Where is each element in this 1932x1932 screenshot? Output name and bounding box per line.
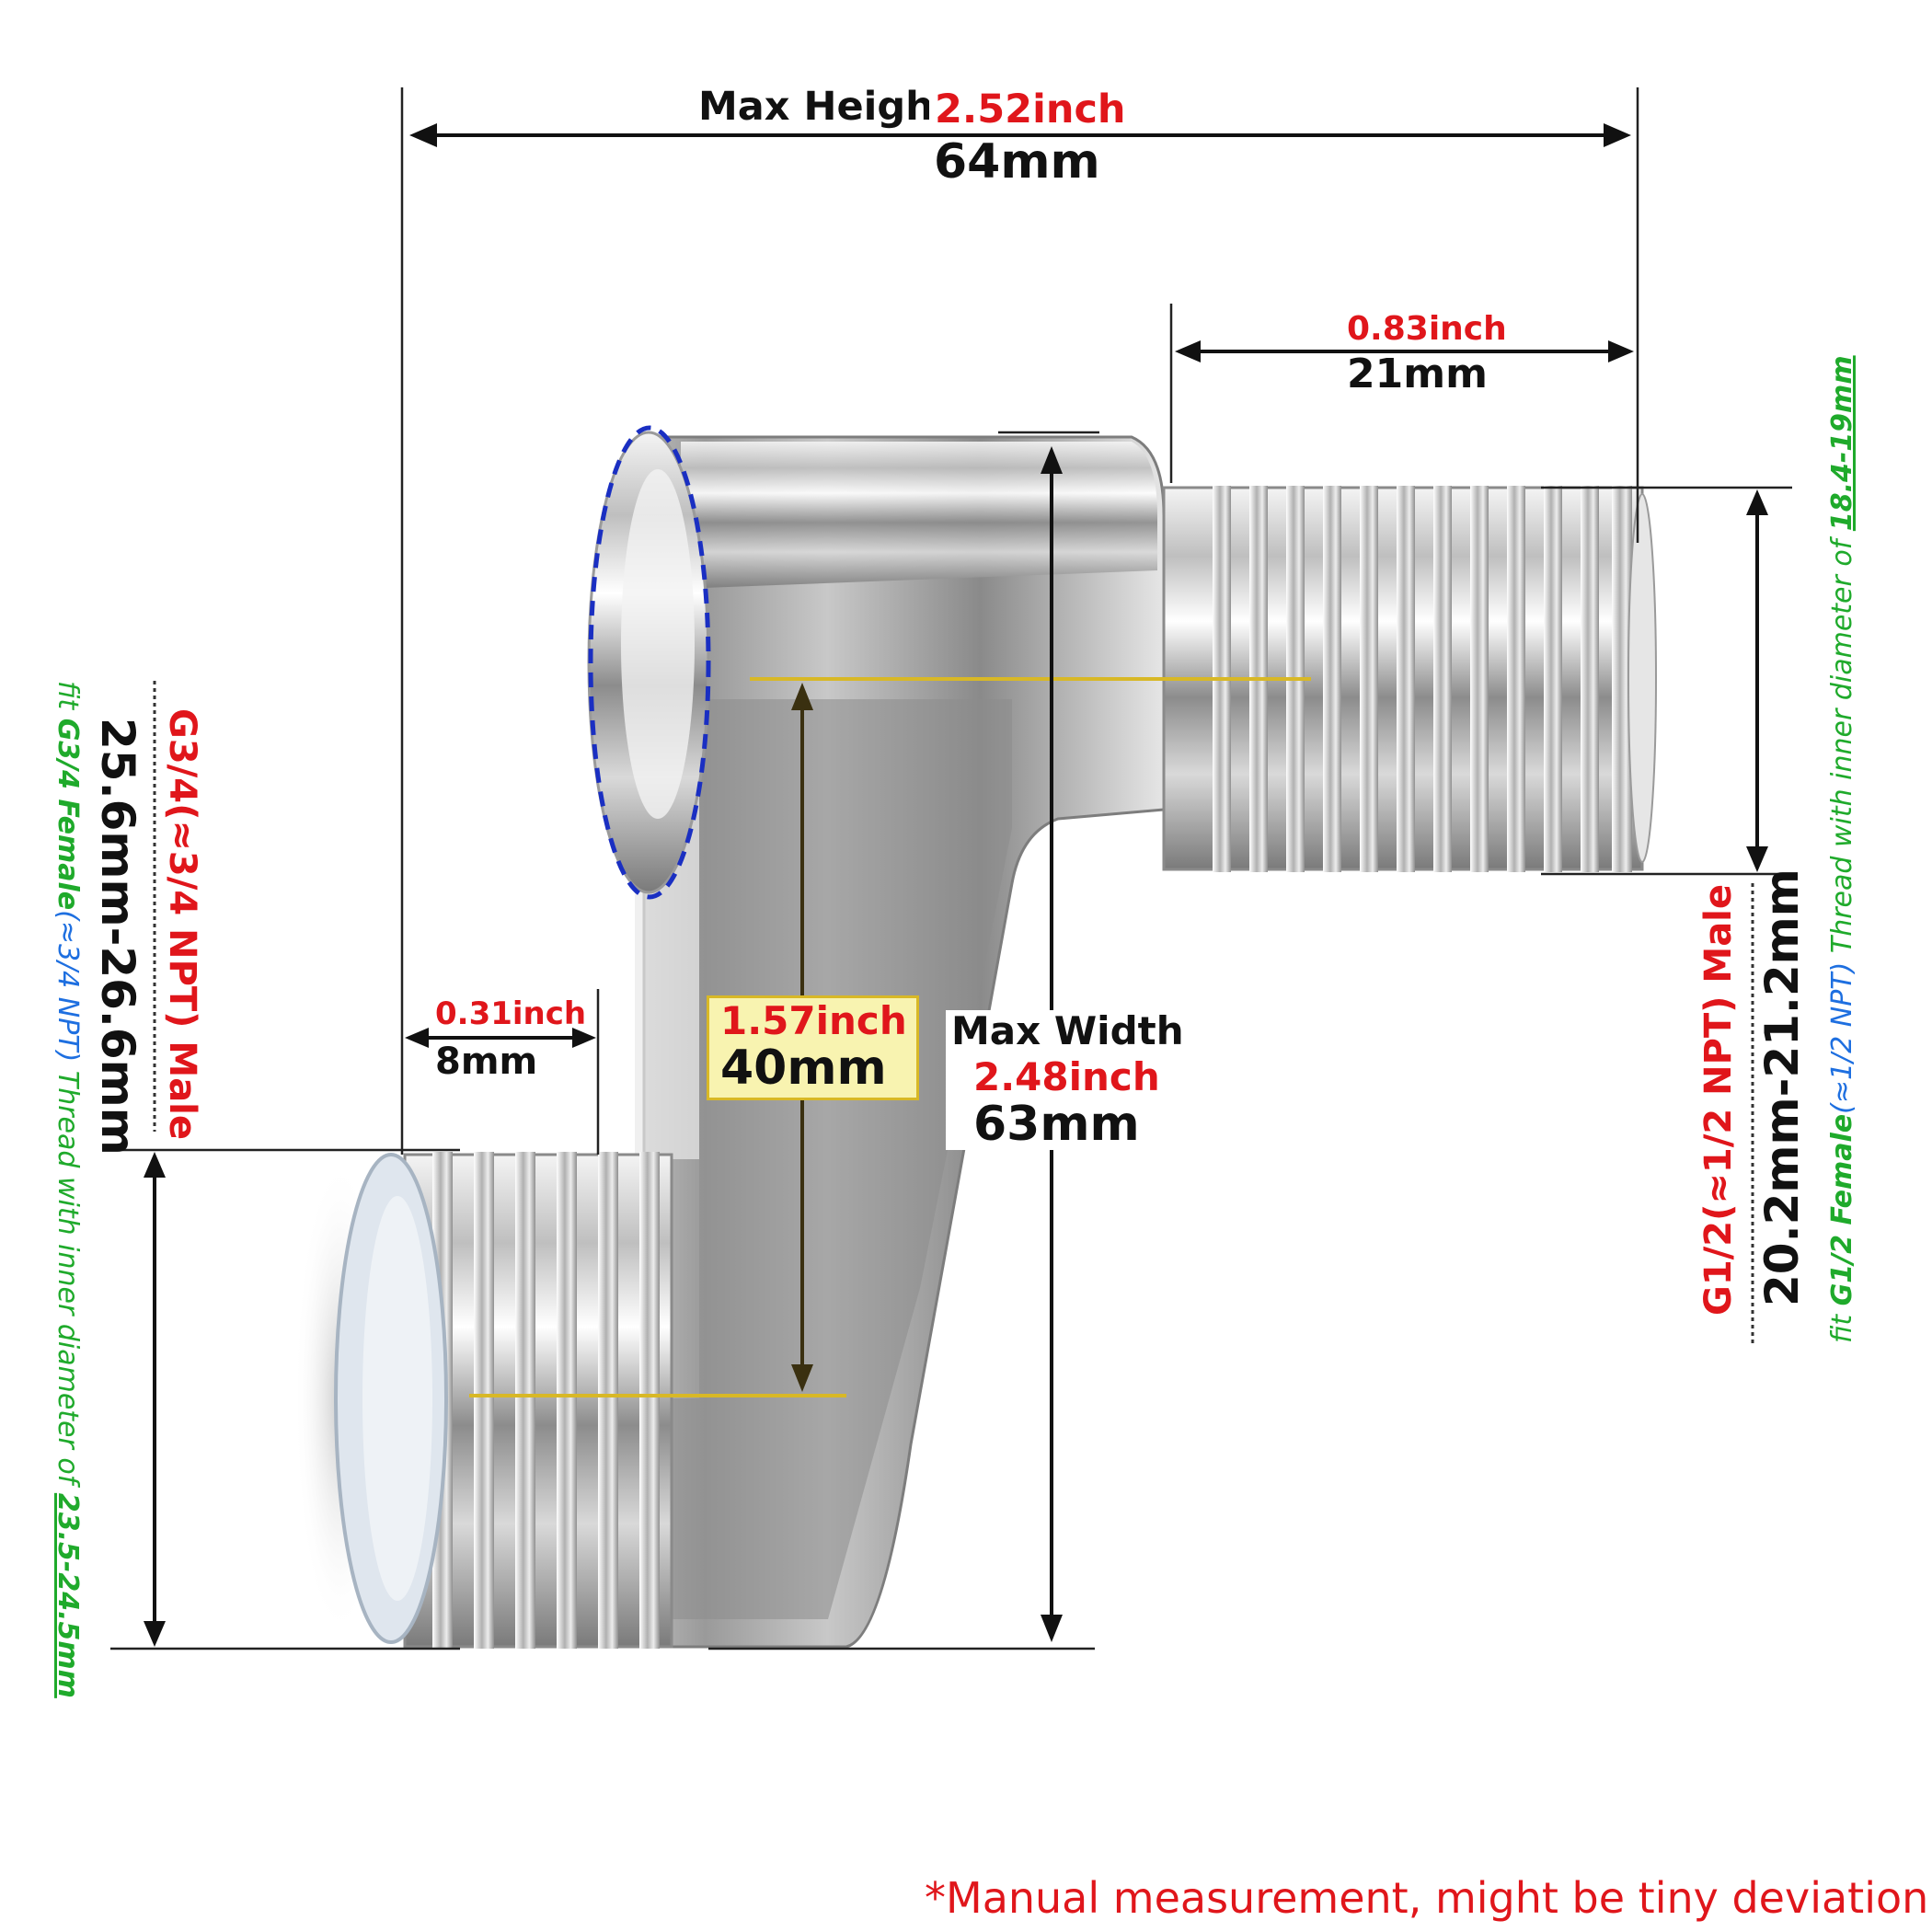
left-thread-diameter: 25.6mm-26.6mm	[91, 718, 144, 1156]
left-fit-spec: G3/4 Female	[52, 718, 84, 911]
inlet-length-mm: 8mm	[435, 1041, 538, 1083]
left-fit-text: Thread with inner diameter of	[52, 1062, 84, 1493]
left-thread-fit: fit G3/4 Female(≈3/4 NPT) Thread with in…	[52, 681, 84, 1698]
right-thread-fit: fit G1/2 Female(≈1/2 NPT) Thread with in…	[1826, 355, 1858, 1343]
right-thread-diameter: 20.2mm-21.2mm	[1755, 868, 1809, 1306]
height-inch: 2.52inch	[929, 90, 1132, 130]
right-fit-prefix: fit	[1826, 1305, 1858, 1343]
width-inch: 2.48inch	[973, 1054, 1160, 1099]
inlet-length-inch: 0.31inch	[435, 995, 587, 1032]
outlet-length-mm: 21mm	[1341, 354, 1493, 395]
left-fit-prefix: fit	[52, 681, 84, 719]
right-fit-text: Thread with inner diameter of	[1826, 531, 1858, 962]
height-mm: 64mm	[934, 134, 1100, 190]
outlet-length-inch: 0.83inch	[1341, 313, 1512, 346]
offset-inch: 1.57inch	[720, 998, 907, 1043]
right-fit-spec: G1/2 Female	[1826, 1113, 1858, 1306]
right-fit-npt: (≈1/2 NPT)	[1826, 961, 1858, 1114]
width-mm: 63mm	[973, 1097, 1140, 1152]
right-fit-range: 18.4-19mm	[1826, 355, 1858, 532]
left-fit-range: 23.5-24.5mm	[52, 1492, 84, 1698]
offset-label-box: 1.57inch 40mm	[707, 995, 919, 1100]
width-label-group: Max Width 2.48inch 63mm	[946, 1010, 1190, 1150]
width-label: Max Width	[951, 1008, 1184, 1053]
extension-lines	[110, 87, 1792, 1650]
top-cap-outline	[588, 425, 711, 900]
left-thread-name: G3/4(≈3/4 NPT) Male	[161, 708, 203, 1141]
height-label: Max Height	[693, 87, 959, 127]
offset-mm: 40mm	[720, 1041, 887, 1096]
right-thread-ridges	[1213, 486, 1632, 872]
right-thread-name: G1/2(≈1/2 NPT) Male	[1697, 883, 1740, 1316]
left-fit-npt: (≈3/4 NPT)	[52, 910, 84, 1063]
measurement-note: *Manual measurement, might be tiny devia…	[925, 1873, 1932, 1923]
